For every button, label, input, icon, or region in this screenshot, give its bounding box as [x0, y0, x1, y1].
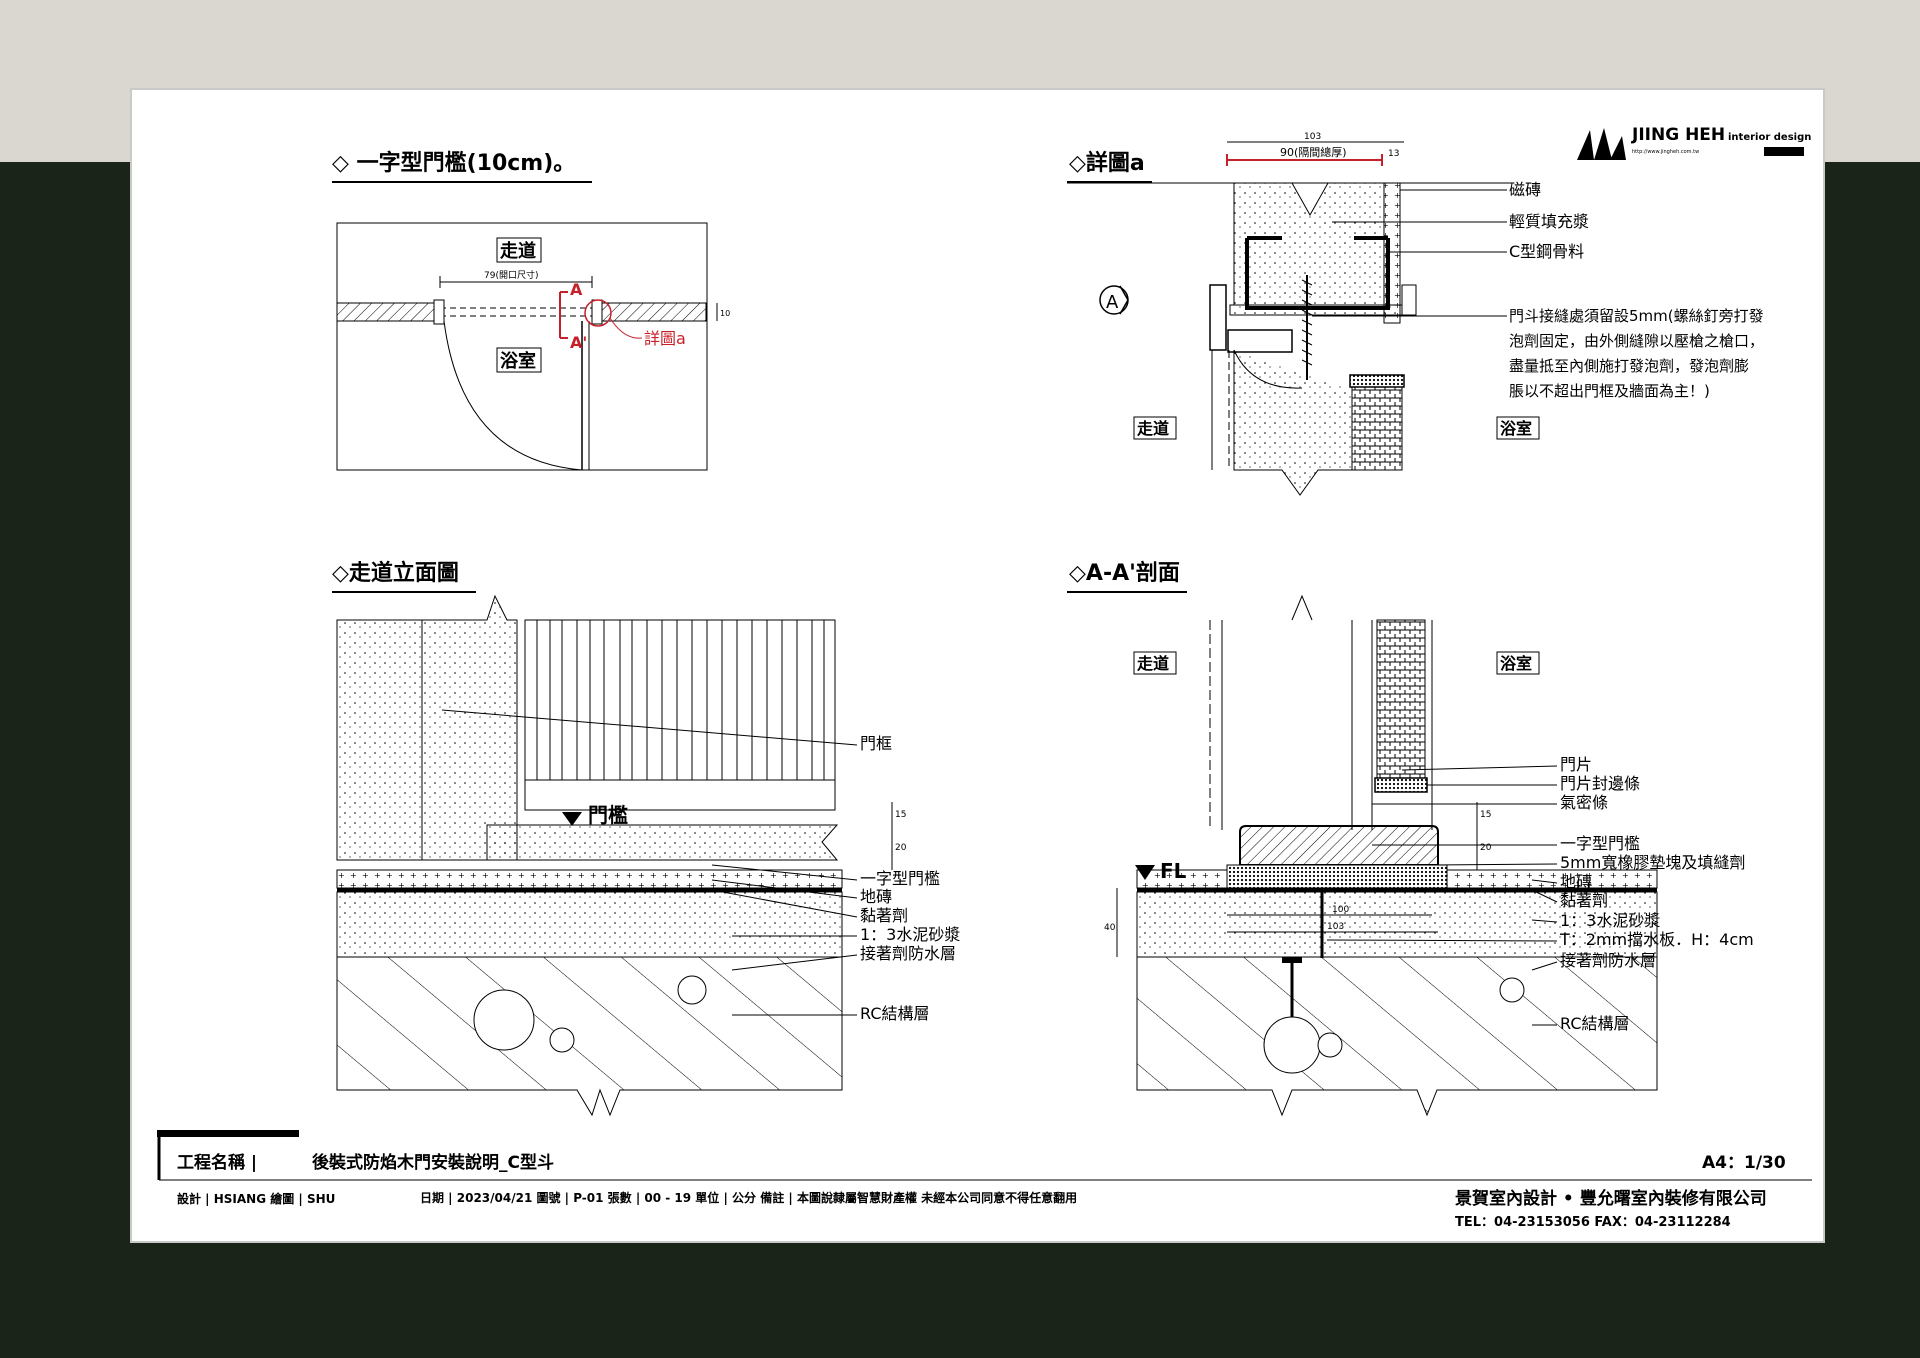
panel3-threshold-label: 門檻 — [588, 803, 628, 827]
panel2-dim-wall: 90(隔間總厚) — [1280, 145, 1347, 159]
panel1-bath-label: 浴室 — [500, 350, 536, 372]
panel-plan: ◇ 一字型門檻(10cm)。 走道 浴室 79(開口尺寸) 10 A A' 詳圖… — [332, 150, 730, 471]
panel1-title: ◇ 一字型門檻(10cm)。 — [332, 150, 575, 176]
panel4-bath-label: 浴室 — [1500, 654, 1532, 673]
panel3-label-adhesive: 黏著劑 — [860, 906, 908, 925]
company-name: 景賀室內設計 • 豐允曙室內裝修有限公司 — [1455, 1188, 1767, 1209]
panel2-note-line-3: 盡量抵至內側施打發泡劑，發泡劑膨 — [1509, 357, 1749, 375]
panel4-title: ◇A-A'剖面 — [1069, 560, 1180, 586]
meta-middle: 日期 | 2023/04/21 圖號 | P-01 張數 | 00 - 19 單… — [420, 1190, 1077, 1205]
panel1-mark-a2: A' — [570, 333, 587, 352]
panel2-section-mark: A — [1106, 292, 1119, 313]
panel1-dim-side: 10 — [720, 309, 730, 318]
logo-name: JIING HEH — [1631, 125, 1725, 145]
panel4-label-rubber: 5mm寬橡膠墊塊及填縫劑 — [1560, 853, 1745, 872]
logo-mark-icon — [1577, 128, 1626, 160]
panel2-note-line-4: 脹以不超出門框及牆面為主！) — [1509, 382, 1710, 400]
logo-bar — [1764, 147, 1804, 156]
panel1-mark-a: A — [570, 280, 583, 299]
panel4-label-rc: RC結構層 — [1560, 1014, 1630, 1033]
panel4-label-mortar: 1：3水泥砂漿 — [1560, 911, 1660, 930]
panel2-label-cstud: C型鋼骨料 — [1509, 242, 1584, 261]
panel-section: ◇A-A'剖面 走道 浴室 FL 40 100 — [1067, 560, 1754, 1117]
project-label: 工程名稱 | — [177, 1152, 257, 1173]
title-block: 工程名稱 | 後裝式防焰木門安裝說明_C型斗 A4：1/30 設計 | HSIA… — [157, 1130, 1812, 1230]
panel1-callout: 詳圖a — [644, 329, 686, 348]
panel-detail-a: ◇詳圖a 103 90(隔間總厚) 13 A 磁磚 — [1067, 132, 1764, 496]
panel3-label-waterproof: 接著劑防水層 — [860, 944, 956, 963]
panel4-label-adhesive: 黏著劑 — [1560, 891, 1608, 910]
panel2-bath-label: 浴室 — [1500, 419, 1532, 438]
logo-url: http://www.jingheh.com.tw — [1632, 149, 1699, 155]
panel4-corridor-label: 走道 — [1136, 654, 1169, 673]
door-grain — [536, 620, 825, 780]
panel3-frame-label: 門框 — [860, 734, 892, 753]
panel2-label-fill: 輕質填充漿 — [1509, 212, 1589, 231]
panel2-note-line-2: 泡劑固定，由外側縫隙以壓槍之槍口， — [1509, 332, 1764, 350]
drawing-sheet: + JIING HEH interior design http://www.j… — [130, 88, 1825, 1243]
panel4-label-waterstop: T：2mm擋水板．H：4cm — [1559, 930, 1754, 949]
panel4-dim-100: 100 — [1332, 905, 1349, 915]
company-contact: TEL：04-23153056 FAX：04-23112284 — [1455, 1215, 1731, 1230]
company-logo: JIING HEH interior design http://www.jin… — [1577, 125, 1811, 160]
panel2-dim-small: 13 — [1388, 149, 1399, 159]
panel4-label-threshold: 一字型門檻 — [1560, 834, 1640, 853]
panel3-dim-20: 20 — [895, 843, 907, 853]
panel3-dim-15: 15 — [895, 810, 906, 820]
sheet-number: A4：1/30 — [1702, 1153, 1786, 1173]
panel2-note-line-1: 門斗接縫處須留設5mm(螺絲釘旁打發 — [1509, 307, 1764, 325]
meta-left: 設計 | HSIANG 繪圖 | SHU — [177, 1191, 335, 1206]
panel3-label-mortar: 1：3水泥砂漿 — [860, 925, 960, 944]
panel-elevation: ◇走道立面圖 門檻 — [332, 560, 960, 1117]
panel4-label-waterproof: 接著劑防水層 — [1560, 951, 1656, 970]
panel4-label-leaf: 門片 — [1560, 755, 1592, 774]
panel4-label-seal: 氣密條 — [1560, 793, 1608, 812]
logo-tagline: interior design — [1728, 132, 1811, 143]
panel4-dim-40: 40 — [1104, 923, 1116, 933]
panel3-label-threshold-type: 一字型門檻 — [860, 869, 940, 888]
panel3-title: ◇走道立面圖 — [332, 560, 459, 586]
panel4-label-tile: 地磚 — [1560, 872, 1592, 891]
project-name: 後裝式防焰木門安裝說明_C型斗 — [312, 1152, 554, 1173]
panel1-corridor-label: 走道 — [500, 240, 536, 262]
panel2-title: ◇詳圖a — [1069, 150, 1145, 176]
panel4-label-edge: 門片封邊條 — [1560, 774, 1640, 793]
panel2-label-tile: 磁磚 — [1509, 180, 1541, 199]
panel3-label-rc: RC結構層 — [860, 1004, 930, 1023]
panel4-dim-15: 15 — [1480, 810, 1491, 820]
panel1-dim-opening: 79(開口尺寸) — [484, 269, 538, 281]
panel4-dim-20: 20 — [1480, 843, 1492, 853]
panel2-corridor-label: 走道 — [1136, 419, 1169, 438]
panel2-dim-total: 103 — [1304, 132, 1321, 142]
panel3-label-tile: 地磚 — [860, 887, 892, 906]
panel4-dim-103: 103 — [1327, 922, 1344, 932]
